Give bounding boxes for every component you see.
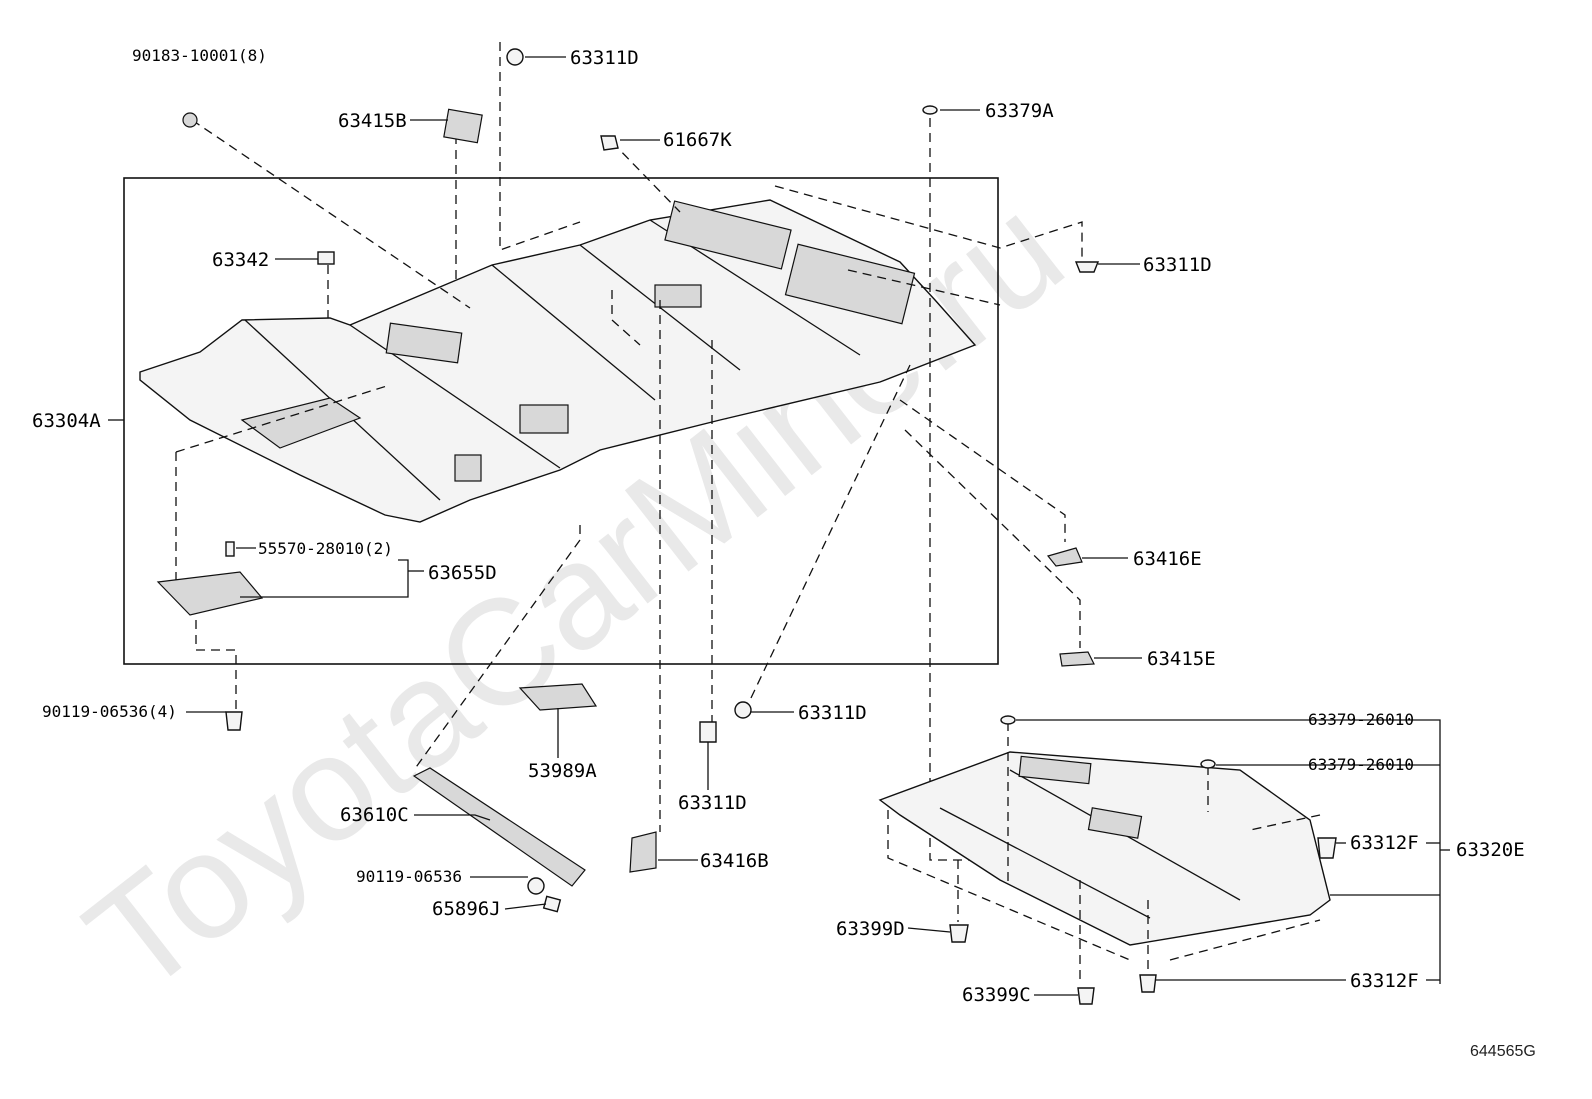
clip-63311D-mid-icon[interactable]	[734, 701, 752, 719]
label-63379-26010-b: 63379-26010	[1308, 755, 1414, 774]
bracket-63655D-icon[interactable]	[156, 571, 264, 616]
label-63399D: 63399D	[836, 918, 905, 940]
clip-63311D-right-icon[interactable]	[1074, 261, 1100, 273]
label-53989A: 53989A	[528, 760, 597, 782]
headliner-group-box	[123, 177, 999, 665]
clip-63312F-bot-icon[interactable]	[1139, 974, 1157, 993]
bolt-90119-4-icon[interactable]	[225, 711, 243, 731]
clip-63311D-top-icon[interactable]	[506, 48, 524, 66]
cushion-63379-a-icon[interactable]	[1000, 715, 1016, 725]
clip-63311D-low-icon[interactable]	[699, 721, 717, 743]
label-61667K: 61667K	[663, 129, 732, 151]
cushion-63379A-icon[interactable]	[922, 105, 938, 115]
label-63311D-top: 63311D	[570, 47, 639, 69]
label-55570-28010: 55570-28010(2)	[258, 539, 393, 558]
rail-63610C-icon[interactable]	[412, 767, 586, 887]
label-63416B: 63416B	[700, 850, 769, 872]
diagram-code: 644565G	[1470, 1043, 1536, 1060]
label-63311D-low: 63311D	[678, 792, 747, 814]
clip-61667K-icon[interactable]	[600, 135, 619, 151]
label-90119-06536: 90119-06536	[356, 867, 462, 886]
label-63655D: 63655D	[428, 562, 497, 584]
label-63304A: 63304A	[32, 410, 101, 432]
label-63415B: 63415B	[338, 110, 407, 132]
label-63416E: 63416E	[1133, 548, 1202, 570]
label-63415E: 63415E	[1147, 648, 1216, 670]
nut-90183-icon[interactable]	[182, 112, 198, 128]
label-90119-06536-4: 90119-06536(4)	[42, 702, 177, 721]
pad-65896J-icon[interactable]	[542, 895, 562, 913]
label-63342: 63342	[212, 249, 269, 271]
cushion-63379-b-icon[interactable]	[1200, 759, 1216, 769]
holder-63416E-icon[interactable]	[1046, 547, 1083, 567]
clip-63399D-icon[interactable]	[949, 924, 969, 943]
label-63610C: 63610C	[340, 804, 409, 826]
label-63312F-bot: 63312F	[1350, 970, 1419, 992]
cover-53989A-icon[interactable]	[518, 683, 598, 711]
label-63379A: 63379A	[985, 100, 1054, 122]
bolt-90119-icon[interactable]	[527, 877, 545, 895]
clip-63399C-icon[interactable]	[1077, 987, 1095, 1005]
label-65896J: 65896J	[432, 898, 501, 920]
rear-headliner-63320E[interactable]	[878, 751, 1331, 946]
label-63379-26010-a: 63379-26010	[1308, 710, 1414, 729]
clip-63312F-top-icon[interactable]	[1317, 837, 1337, 859]
holder-63416B-icon[interactable]	[629, 831, 657, 873]
label-90183-10001: 90183-10001(8)	[132, 46, 267, 65]
label-63312F-top: 63312F	[1350, 832, 1419, 854]
label-63311D-mid: 63311D	[798, 702, 867, 724]
holder-63415B-icon[interactable]	[443, 108, 483, 144]
cushion-63342-icon[interactable]	[317, 251, 335, 265]
screw-55570-icon[interactable]	[225, 541, 235, 557]
roof-headliner-63304A[interactable]	[139, 199, 977, 523]
label-63320E: 63320E	[1456, 839, 1525, 861]
label-63311D-right: 63311D	[1143, 254, 1212, 276]
holder-63415E-icon[interactable]	[1059, 651, 1095, 667]
label-63399C: 63399C	[962, 984, 1031, 1006]
